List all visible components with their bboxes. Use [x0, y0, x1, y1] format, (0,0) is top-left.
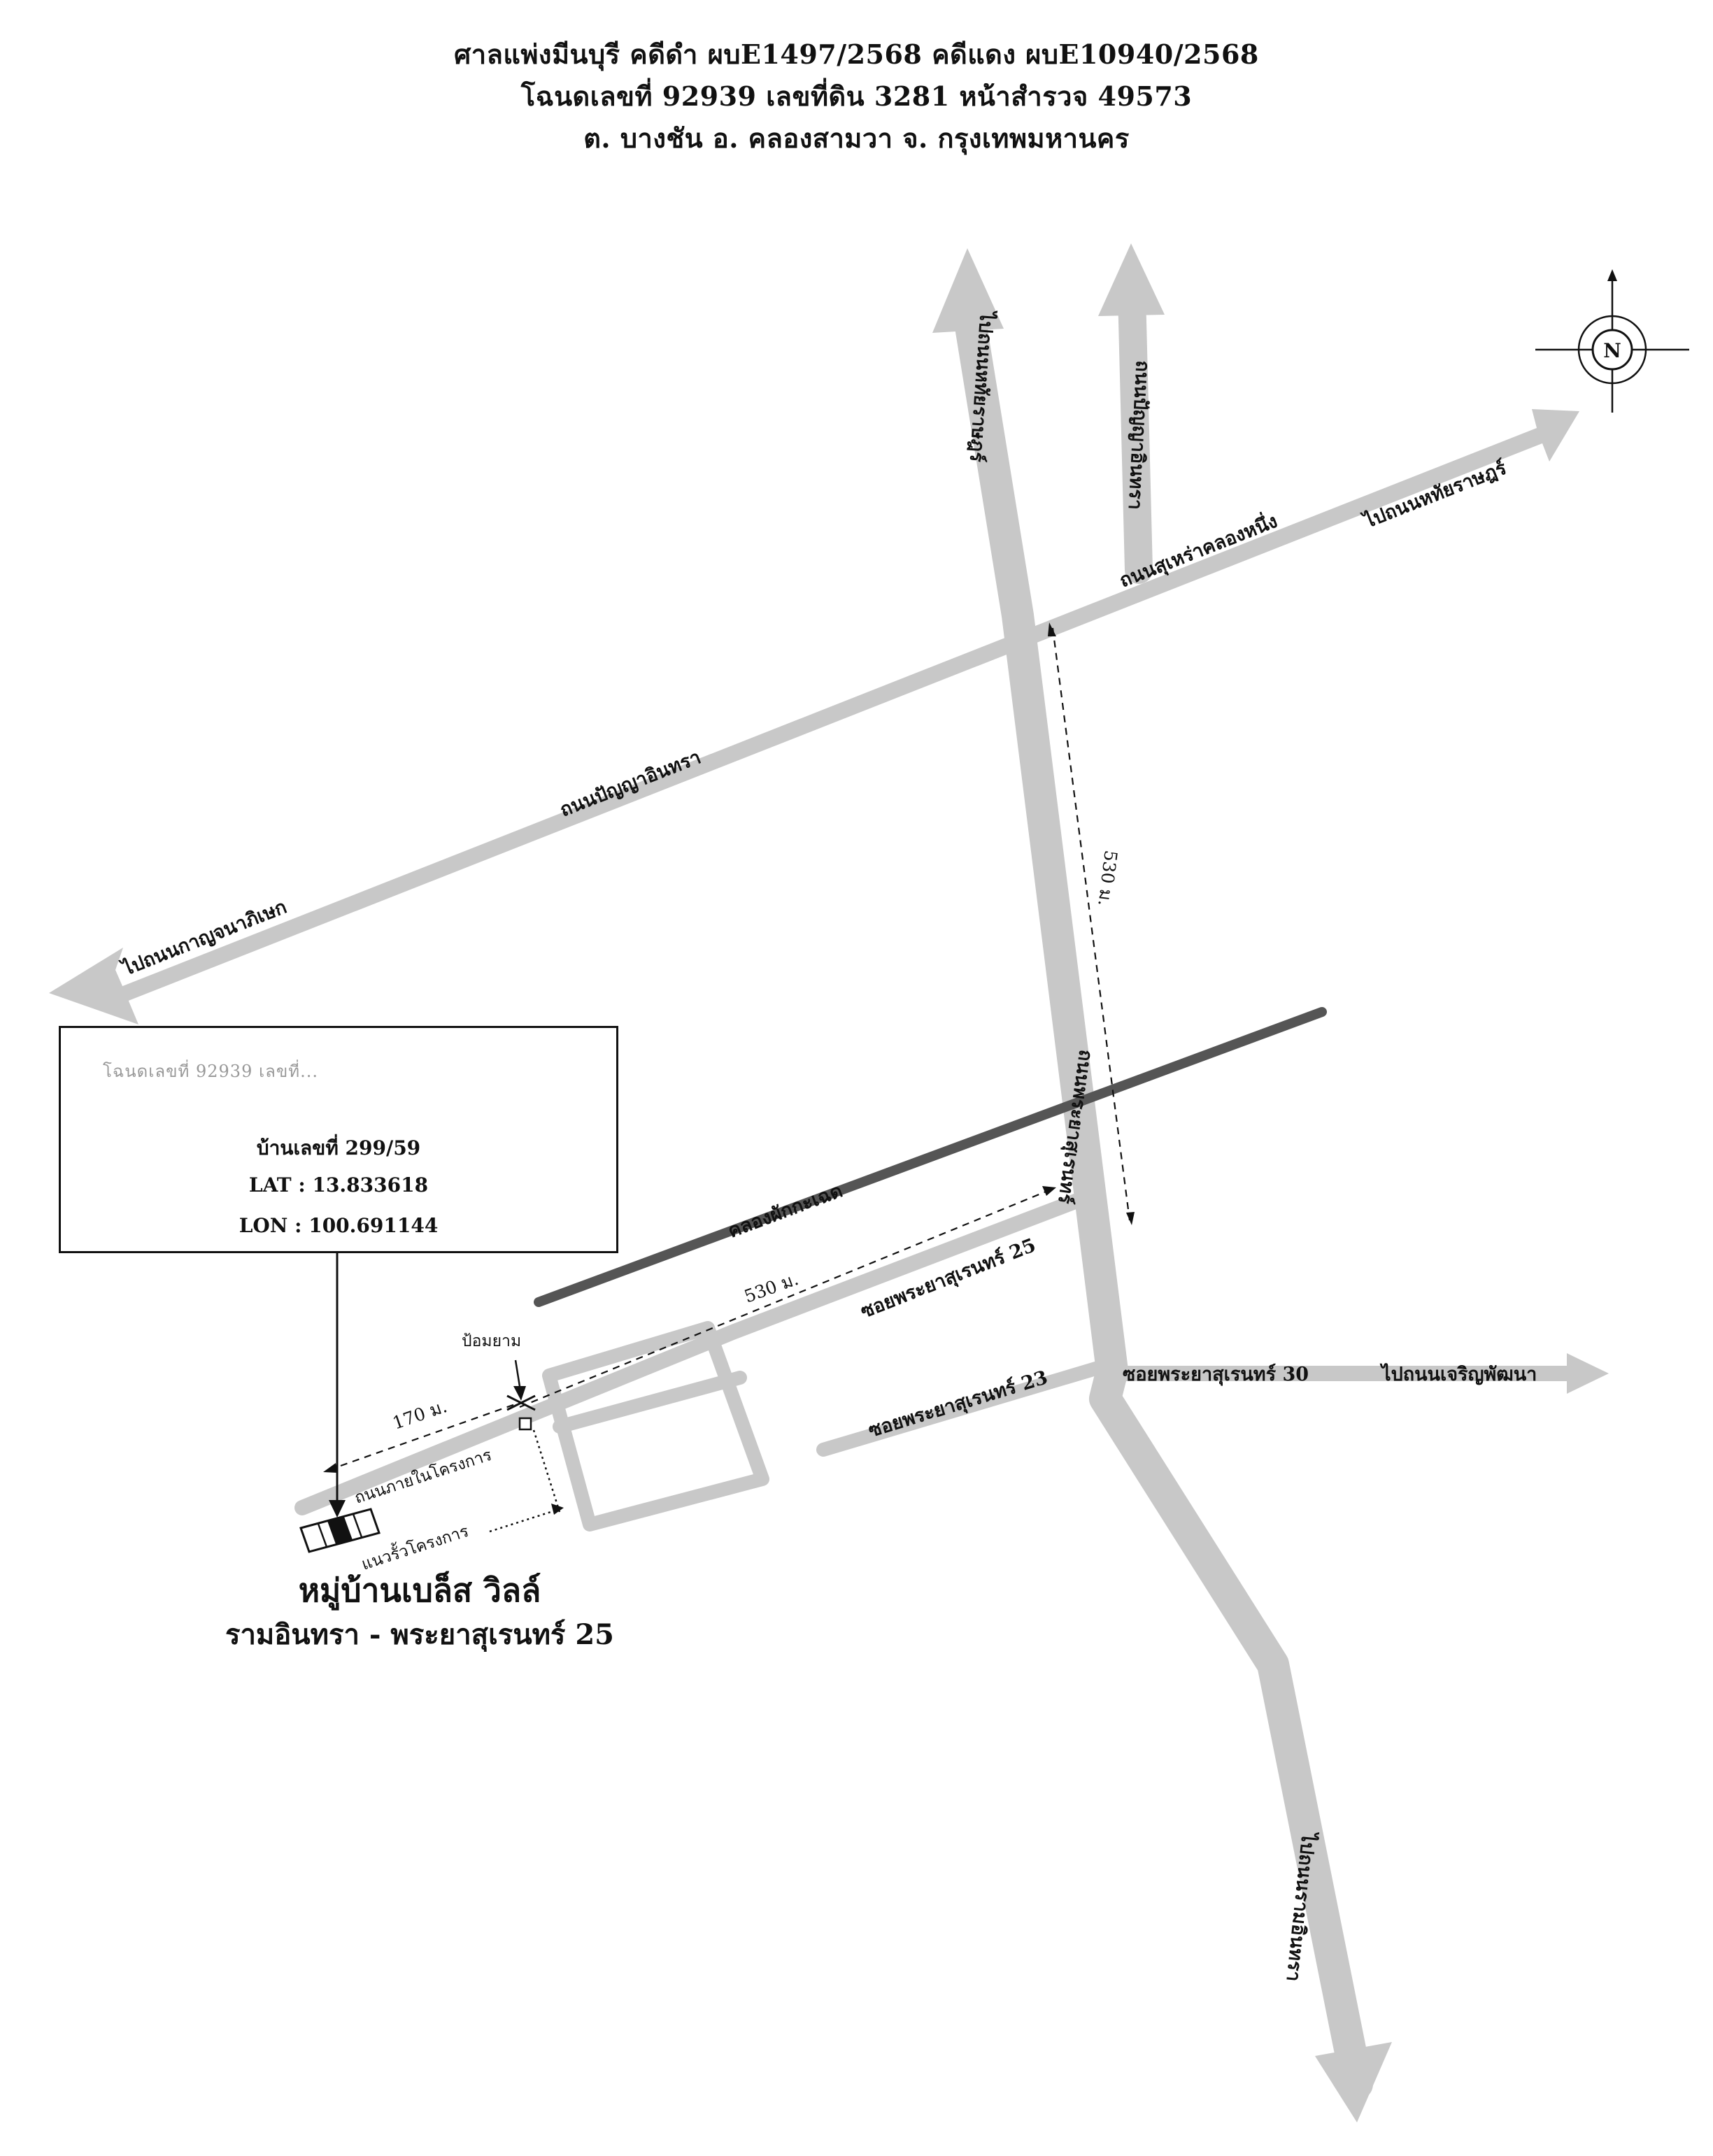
- property-info-box: โฉนดเลขที่ 92939 เลขที่... บ้านเลขที่ 29…: [59, 1026, 618, 1253]
- village-subtitle: รามอินทรา - พระยาสุเรนทร์ 25: [225, 1618, 615, 1651]
- label-distance-530-vertical: 530 ม.: [1094, 849, 1121, 907]
- village-name: หมู่บ้านเบล็ส วิลล์: [298, 1571, 541, 1609]
- map-header: ศาลแพ่งมีนบุรี คดีดำ ผบE1497/2568 คดีแดง…: [0, 34, 1713, 159]
- compass-icon: N: [1535, 269, 1689, 413]
- infobox-latitude: LAT : 13.833618: [248, 1173, 429, 1197]
- infobox-house-number: บ้านเลขที่ 299/59: [256, 1136, 421, 1159]
- header-line-court-case: ศาลแพ่งมีนบุรี คดีดำ ผบE1497/2568 คดีแดง…: [454, 38, 1259, 70]
- header-line-deed: โฉนดเลขที่ 92939 เลขที่ดิน 3281 หน้าสำรว…: [520, 80, 1193, 112]
- infobox-faded-text: โฉนดเลขที่ 92939 เลขที่...: [103, 1062, 318, 1081]
- label-guard-post: ป้อมยาม: [462, 1332, 521, 1350]
- infobox-pointer: [329, 1253, 346, 1518]
- label-soi-30: ซอยพระยาสุเรนทร์ 30: [1123, 1363, 1309, 1386]
- distance-line-530-soi: [519, 1186, 1056, 1408]
- label-distance-530-soi: 530 ม.: [741, 1269, 801, 1307]
- label-distance-170: 170 ม.: [390, 1396, 450, 1433]
- compass-north-label: N: [1603, 339, 1621, 362]
- project-internal-roads: [542, 1321, 769, 1532]
- road-phraya-suren: [932, 248, 1392, 2122]
- canal-phak-kha-chet: [534, 1007, 1327, 1307]
- fence-line-vertical: [532, 1429, 561, 1513]
- label-to-charoen-phatthana: ไปถนนเจริญพัฒนา: [1379, 1363, 1537, 1385]
- fence-pointer: [489, 1504, 564, 1533]
- road-panya-intra: [49, 409, 1579, 1025]
- label-soi-23: ซอยพระยาสุเรนทร์ 23: [866, 1366, 1051, 1442]
- road-soi-30: [1104, 1353, 1609, 1394]
- label-canal: คลองผักกะเฉด: [725, 1180, 846, 1242]
- road-soi-25: [294, 1192, 1088, 1515]
- house-plot-icon: [299, 1508, 381, 1553]
- distance-line-170: [323, 1401, 522, 1473]
- header-line-location: ต. บางชัน อ. คลองสามวา จ. กรุงเทพมหานคร: [583, 122, 1130, 154]
- road-soi-23: [816, 1359, 1112, 1457]
- guard-post-marker: [506, 1359, 536, 1431]
- label-panya-intra-main: ถนนปัญญาอินทรา: [557, 746, 704, 821]
- road-panya-intra-north: [1098, 243, 1165, 584]
- infobox-longitude: LON : 100.691144: [239, 1214, 439, 1237]
- distance-line-530-vertical: [1048, 622, 1135, 1225]
